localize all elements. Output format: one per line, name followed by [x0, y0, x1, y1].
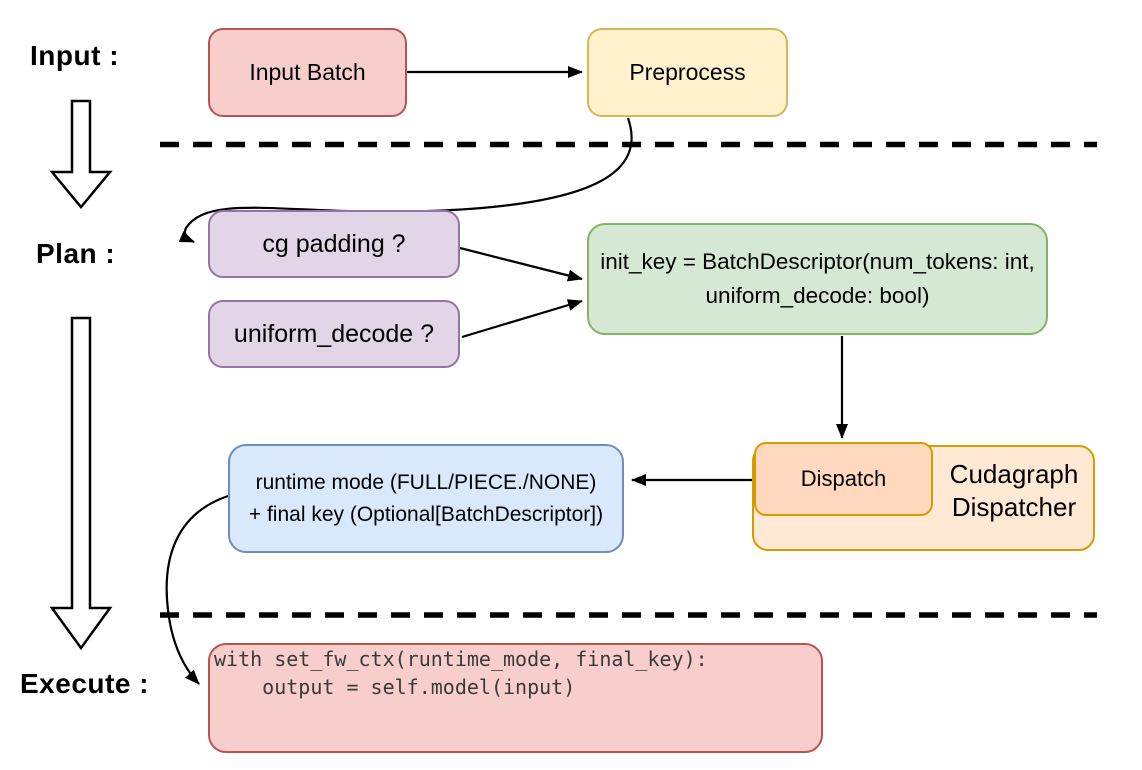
node-runtime-mode: runtime mode (FULL/PIECE./NONE) + final …	[228, 444, 624, 553]
node-runtime-mode-line2: + final key (Optional[BatchDescriptor])	[248, 502, 604, 526]
cudagraph-label-line2: Dispatcher	[951, 492, 1077, 522]
node-init-key: init_key = BatchDescriptor(num_tokens: i…	[587, 223, 1048, 335]
phase-arrow-input-to-plan	[49, 99, 113, 209]
node-runtime-mode-line1: runtime mode (FULL/PIECE./NONE)	[255, 470, 597, 494]
node-preprocess: Preprocess	[587, 28, 788, 117]
arrow-uniform-decode-to-init-key	[461, 299, 583, 339]
node-dispatch: Dispatch	[754, 442, 933, 516]
phase-label-execute: Execute :	[20, 668, 149, 699]
node-cudagraph-dispatcher-label: Cudagraph Dispatcher	[933, 458, 1095, 524]
node-input-batch-label: Input Batch	[249, 58, 366, 85]
phase-label-input: Input :	[30, 40, 120, 71]
execute-code-line1: with set_fw_ctx(runtime_mode, final_key)…	[214, 647, 708, 671]
node-execute-code: with set_fw_ctx(runtime_mode, final_key)…	[208, 643, 823, 753]
phase-arrow-plan-to-execute	[49, 316, 113, 651]
node-input-batch: Input Batch	[208, 28, 407, 117]
execute-code-line2: output = self.model(input)	[214, 675, 576, 699]
node-cg-padding-label: cg padding ?	[262, 229, 406, 258]
node-uniform-decode-label: uniform_decode ?	[233, 319, 435, 348]
arrow-cg-padding-to-init-key	[459, 246, 583, 282]
node-cg-padding: cg padding ?	[208, 210, 460, 278]
node-init-key-line1: init_key = BatchDescriptor(num_tokens: i…	[600, 249, 1035, 274]
cudagraph-label-line1: Cudagraph	[949, 459, 1079, 489]
node-uniform-decode: uniform_decode ?	[208, 300, 460, 368]
node-preprocess-label: Preprocess	[629, 58, 746, 85]
node-dispatch-label: Dispatch	[800, 465, 887, 491]
node-init-key-line2: uniform_decode: bool)	[705, 283, 930, 308]
phase-label-plan: Plan :	[36, 238, 116, 269]
arrow-runtime-mode-to-execute-code	[165, 494, 229, 685]
